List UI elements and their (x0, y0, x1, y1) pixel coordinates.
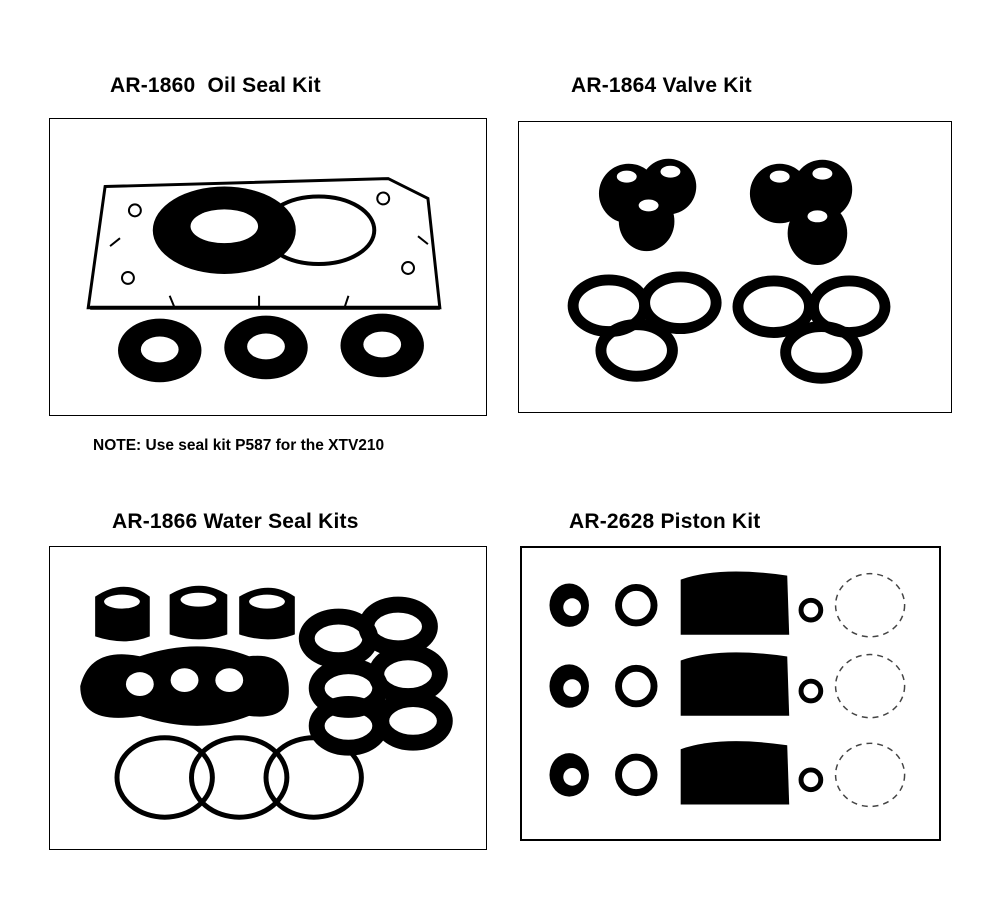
water-seal-kit-illustration (80, 585, 453, 820)
valve-kit-image (518, 121, 952, 413)
piston-kit-image (520, 546, 941, 841)
oil-seal-kit-illustration (86, 177, 442, 383)
kit-title-valve: AR-1864 Valve Kit (571, 74, 752, 97)
piston-kit-illustration (522, 571, 939, 839)
valve-kit-illustration (567, 158, 891, 384)
kit-title-oil-seal: AR-1860 Oil Seal Kit (110, 74, 321, 97)
oil-seal-kit-image (49, 118, 487, 416)
water-seal-kit-image (49, 546, 487, 850)
kit-title-water-seal: AR-1866 Water Seal Kits (112, 510, 359, 533)
kit-note: NOTE: Use seal kit P587 for the XTV210 (93, 437, 385, 454)
kit-title-piston: AR-2628 Piston Kit (569, 510, 761, 533)
